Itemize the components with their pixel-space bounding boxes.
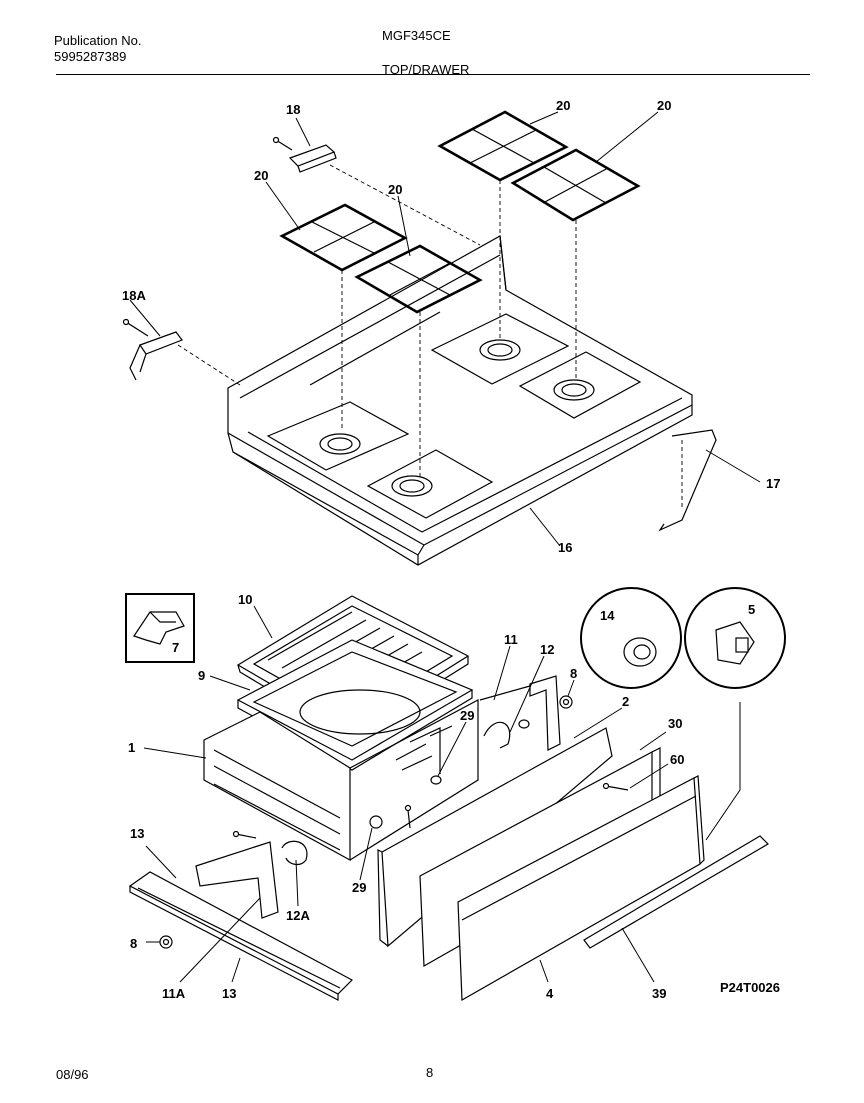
callout-18: 18 (286, 102, 300, 117)
rail-bracket-11A (195, 841, 279, 919)
callout-29-lower: 29 (352, 880, 366, 895)
callout-20-c: 20 (556, 98, 570, 113)
broiler-pan-9 (236, 639, 474, 771)
callout-12: 12 (540, 642, 554, 657)
wire-17 (658, 429, 717, 532)
trim-strip-39 (583, 835, 769, 949)
callout-13-upper: 13 (130, 826, 144, 841)
nut-8-lower (159, 935, 173, 949)
callout-17: 17 (766, 476, 780, 491)
callout-20-b: 20 (388, 182, 402, 197)
section-title: TOP/DRAWER (382, 62, 470, 77)
callout-11A: 11A (162, 986, 186, 1001)
cooktop-main-top (227, 235, 693, 566)
assembly-lines-top (177, 164, 683, 510)
drawer-body-1 (203, 699, 479, 862)
publication-number: 5995287389 (54, 49, 127, 64)
model-number: MGF345CE (382, 28, 451, 43)
inset-box-7 (125, 593, 195, 663)
callout-11: 11 (504, 632, 518, 647)
callout-4: 4 (546, 986, 554, 1001)
grate-left-front (354, 244, 483, 314)
burner-pan-rear-left (430, 313, 570, 385)
callout-13-lower: 13 (222, 986, 236, 1001)
drawer-front-4 (457, 775, 705, 1002)
callout-20-d: 20 (657, 98, 671, 113)
screw-60 (602, 782, 629, 791)
spacer-29-upper (430, 719, 530, 785)
bracket-18A (122, 318, 183, 381)
callout-9: 9 (198, 668, 205, 683)
clip-12 (483, 721, 511, 749)
screws-lower (232, 804, 412, 839)
nut-8-upper (559, 695, 573, 709)
footer-date: 08/96 (56, 1067, 89, 1082)
callout-18A: 18A (122, 288, 146, 303)
callout-60: 60 (670, 752, 684, 767)
slide-rail-13 (128, 871, 353, 1001)
callout-29-upper: 29 (460, 708, 474, 723)
callout-39: 39 (652, 986, 666, 1001)
figure-id: P24T0026 (720, 980, 780, 995)
burner-pan-front-left (266, 401, 410, 471)
callout-1: 1 (128, 740, 135, 755)
publication-label: Publication No. (54, 33, 142, 48)
burner-pan-front-right (366, 449, 494, 519)
rail-bracket-11 (479, 675, 561, 751)
header-rule (56, 74, 810, 75)
clip-12A (281, 840, 308, 866)
grate-right-front (510, 148, 641, 222)
detail-circle-5 (684, 587, 786, 689)
callout-20-a: 20 (254, 168, 268, 183)
callout-2: 2 (622, 694, 629, 709)
callout-12A: 12A (286, 908, 310, 923)
bracket-18 (272, 136, 337, 173)
grate-right-rear (437, 110, 569, 182)
grate-left-rear (279, 203, 408, 272)
footer-page-number: 8 (426, 1065, 434, 1080)
callout-7: 7 (172, 640, 179, 655)
spacer-29-lower (369, 815, 383, 829)
callout-16: 16 (558, 540, 572, 555)
callout-8-upper: 8 (570, 666, 577, 681)
callout-10: 10 (238, 592, 252, 607)
callout-30: 30 (668, 716, 682, 731)
leader-lines (129, 111, 761, 983)
callout-5: 5 (748, 602, 755, 617)
callout-8-lower: 8 (130, 936, 137, 951)
detail-circle-14 (580, 587, 682, 689)
burner-pan-rear-right (518, 351, 642, 419)
callout-14: 14 (600, 608, 615, 623)
